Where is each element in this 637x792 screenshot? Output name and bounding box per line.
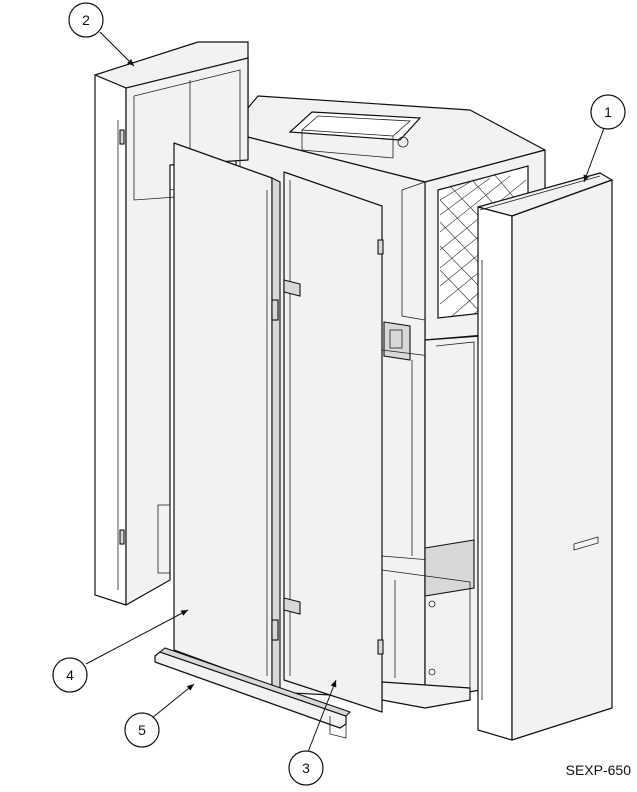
front-door-right (283, 171, 384, 713)
callout-3-label: 3 (302, 760, 310, 776)
leader-5 (151, 683, 195, 719)
callout-2: 2 (68, 2, 104, 38)
leader-1 (583, 127, 605, 183)
side-panel-left (94, 41, 249, 606)
callout-5-label: 5 (138, 722, 146, 738)
leader-3 (307, 679, 337, 753)
leader-4 (85, 609, 189, 665)
base-trim (154, 647, 352, 739)
callout-2-label: 2 (82, 12, 90, 28)
callout-4: 4 (52, 657, 88, 693)
callout-3: 3 (288, 750, 324, 786)
drawing-number: SEXP-650 (565, 762, 631, 778)
callout-1-label: 1 (604, 104, 612, 120)
callout-5: 5 (124, 712, 160, 748)
callout-4-label: 4 (66, 667, 74, 683)
callout-1: 1 (590, 94, 626, 130)
leader-2 (99, 31, 135, 67)
side-panel-right (477, 172, 613, 741)
front-door-left (173, 142, 281, 691)
